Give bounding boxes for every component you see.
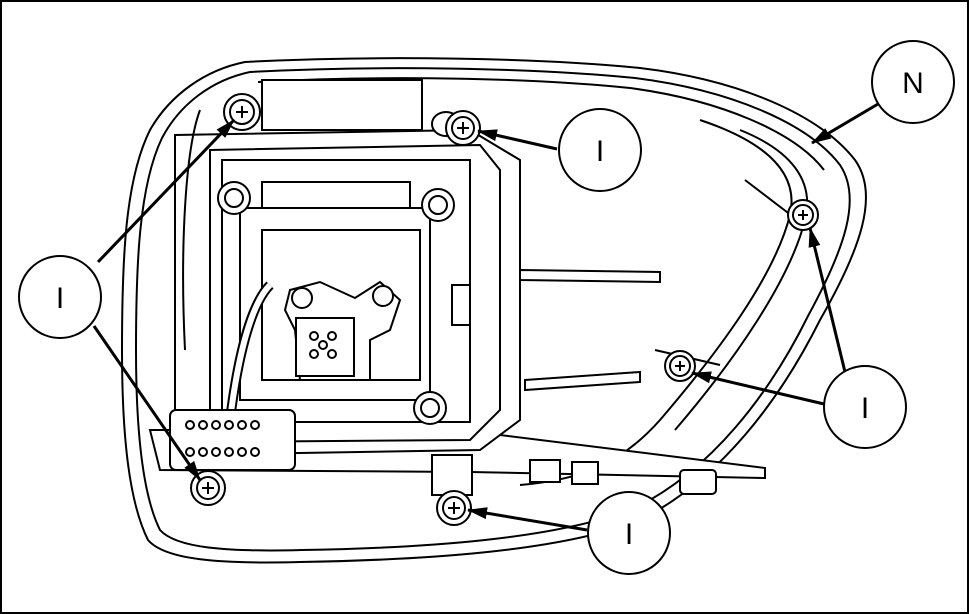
screw-right-lower bbox=[664, 350, 696, 382]
callout-I-right: I bbox=[823, 365, 907, 449]
callout-I-bottom-label: I bbox=[625, 518, 633, 551]
callout-I-right-label: I bbox=[861, 392, 869, 425]
screw-bottom-center bbox=[431, 454, 473, 526]
callout-I-top-label: I bbox=[596, 135, 604, 168]
callout-I-left-label: I bbox=[56, 282, 64, 315]
leader-lines bbox=[92, 102, 879, 532]
callout-N: N bbox=[871, 40, 955, 124]
screw-top-center bbox=[431, 110, 481, 146]
screw-right-upper bbox=[787, 199, 819, 231]
callout-I-bottom: I bbox=[587, 491, 671, 575]
callout-N-label: N bbox=[902, 67, 924, 100]
wiring-connectors bbox=[169, 109, 402, 471]
callout-I-top: I bbox=[558, 108, 642, 192]
callout-I-left: I bbox=[18, 255, 102, 339]
screw-bottom-left bbox=[190, 470, 226, 506]
